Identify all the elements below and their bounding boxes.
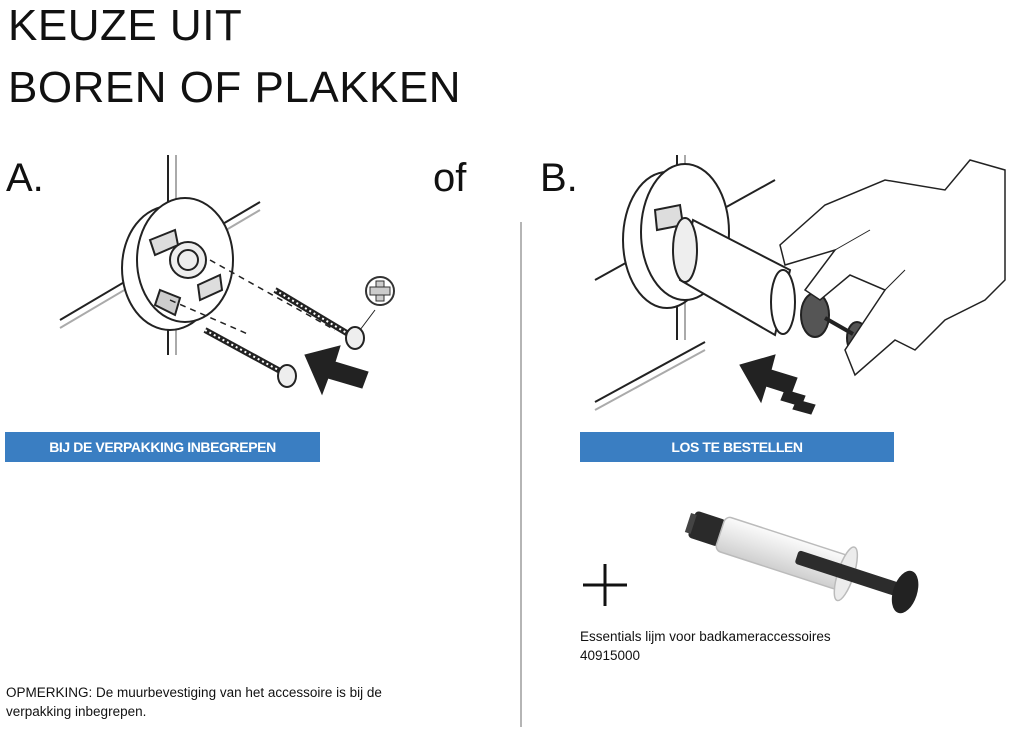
plus-icon bbox=[583, 564, 627, 606]
separator-word: of bbox=[433, 156, 467, 200]
adhesive-article-number: 40915000 bbox=[580, 648, 641, 663]
illustration-gluing bbox=[594, 155, 1006, 415]
heading-line-2: BOREN OF PLAKKEN bbox=[8, 63, 462, 112]
option-a-letter: A. bbox=[6, 156, 44, 200]
column-divider bbox=[520, 222, 522, 727]
adhesive-caption: Essentials lijm voor badkameraccessoires… bbox=[580, 627, 831, 665]
illustration-drilling bbox=[59, 155, 395, 396]
adhesive-name: Essentials lijm voor badkameraccessoires bbox=[580, 629, 831, 644]
order-separately-badge: LOS TE BESTELLEN bbox=[580, 432, 894, 462]
screwdriver-plus-icon bbox=[365, 276, 395, 306]
heading-line-1: KEUZE UIT bbox=[8, 1, 243, 50]
option-b-letter: B. bbox=[540, 156, 578, 200]
included-badge: BIJ DE VERPAKKING INBEGREPEN bbox=[5, 432, 320, 462]
mounting-note: OPMERKING: De muurbevestiging van het ac… bbox=[6, 685, 382, 719]
adhesive-syringe-image bbox=[684, 511, 919, 614]
